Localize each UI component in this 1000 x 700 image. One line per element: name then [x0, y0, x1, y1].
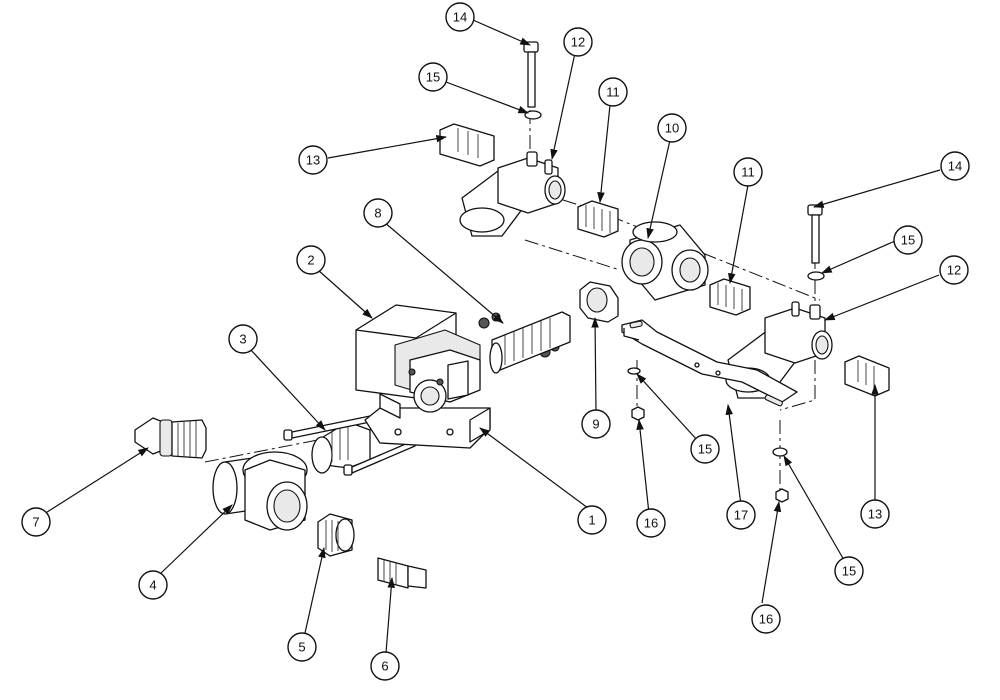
callout-16-bottom-label: 16	[759, 612, 773, 627]
part-8-nipple	[489, 311, 571, 374]
callout-15-middle: 15	[690, 434, 720, 464]
callout-15-right: 15	[893, 225, 923, 255]
callout-8-label: 8	[374, 206, 381, 221]
callout-13-upper-label: 13	[306, 153, 320, 168]
callout-15-upper: 15	[418, 62, 448, 92]
callout-13-upper: 13	[298, 145, 328, 175]
callout-2-label: 2	[307, 253, 314, 268]
callout-16-bottom: 16	[751, 604, 781, 634]
callout-11-upper: 11	[598, 77, 628, 107]
part-17-mounting-strap	[621, 319, 798, 407]
part-11-lower-nipple	[709, 278, 751, 316]
callout-1-circle	[577, 505, 607, 535]
callout-5-label: 5	[298, 640, 305, 655]
callout-8: 8	[363, 198, 393, 228]
mounting-screws	[283, 414, 416, 476]
callout-4: 4	[138, 570, 168, 600]
part-11-upper-nipple	[577, 200, 619, 238]
callout-15-upper-label: 15	[426, 70, 440, 85]
callout-7-label: 7	[32, 515, 39, 530]
leader-lines	[43, 19, 941, 654]
callout-10: 10	[657, 113, 687, 143]
part-2-solenoid-valve	[355, 304, 481, 413]
callout-15-bottom: 15	[834, 556, 864, 586]
callout-3-label: 3	[239, 332, 246, 347]
callout-6-label: 6	[381, 659, 388, 674]
callout-1-label: 1	[588, 513, 595, 528]
callout-12-upper-label: 12	[571, 35, 585, 50]
callout-16-middle-label: 16	[644, 516, 658, 531]
part-13-upper-barb	[439, 123, 495, 167]
callout-15-bottom-label: 15	[842, 564, 856, 579]
callout-1: 1	[577, 505, 607, 535]
callout-12-lower: 12	[939, 255, 969, 285]
part-14-upper-bolt	[523, 41, 539, 108]
callout-5: 5	[287, 632, 317, 662]
callout-12-lower-label: 12	[947, 263, 961, 278]
callout-12-upper: 12	[563, 27, 593, 57]
part-7-hose-barb	[134, 417, 207, 459]
callout-7: 7	[21, 507, 51, 537]
callout-9: 9	[581, 409, 611, 439]
callout-6: 6	[370, 651, 400, 681]
part-9-hex-bushing	[579, 281, 619, 323]
callout-13-lower: 13	[860, 499, 890, 529]
callout-10-label: 10	[665, 121, 679, 136]
callout-3: 3	[228, 324, 258, 354]
callout-9-label: 9	[592, 417, 599, 432]
part-5-hex-nipple	[317, 513, 355, 557]
callout-16-middle: 16	[636, 508, 666, 538]
upper-valve-body	[459, 151, 566, 237]
callout-13-lower-label: 13	[868, 507, 882, 522]
callout-15-right-label: 15	[901, 233, 915, 248]
part-10-tee	[621, 221, 709, 301]
callout-14-lower-label: 14	[948, 159, 962, 174]
part-4-tee-body	[212, 451, 308, 531]
part-16-nuts	[631, 406, 789, 503]
callout-15-middle-label: 15	[698, 442, 712, 457]
part-6-hose-barb	[377, 557, 427, 589]
part-13-lower-barb	[844, 355, 890, 397]
callout-11-lower: 11	[733, 157, 763, 187]
callout-17-label: 17	[734, 508, 748, 523]
callout-11-upper-label: 11	[606, 85, 620, 100]
callout-14-upper-label: 14	[453, 10, 467, 25]
callout-4-label: 4	[149, 578, 156, 593]
callout-14-upper: 14	[445, 2, 475, 32]
callout-2: 2	[296, 245, 326, 275]
callout-14-lower: 14	[940, 151, 970, 181]
callout-17: 17	[726, 500, 756, 530]
callout-11-lower-label: 11	[741, 165, 755, 180]
part-14-lower-bolt	[807, 204, 823, 264]
